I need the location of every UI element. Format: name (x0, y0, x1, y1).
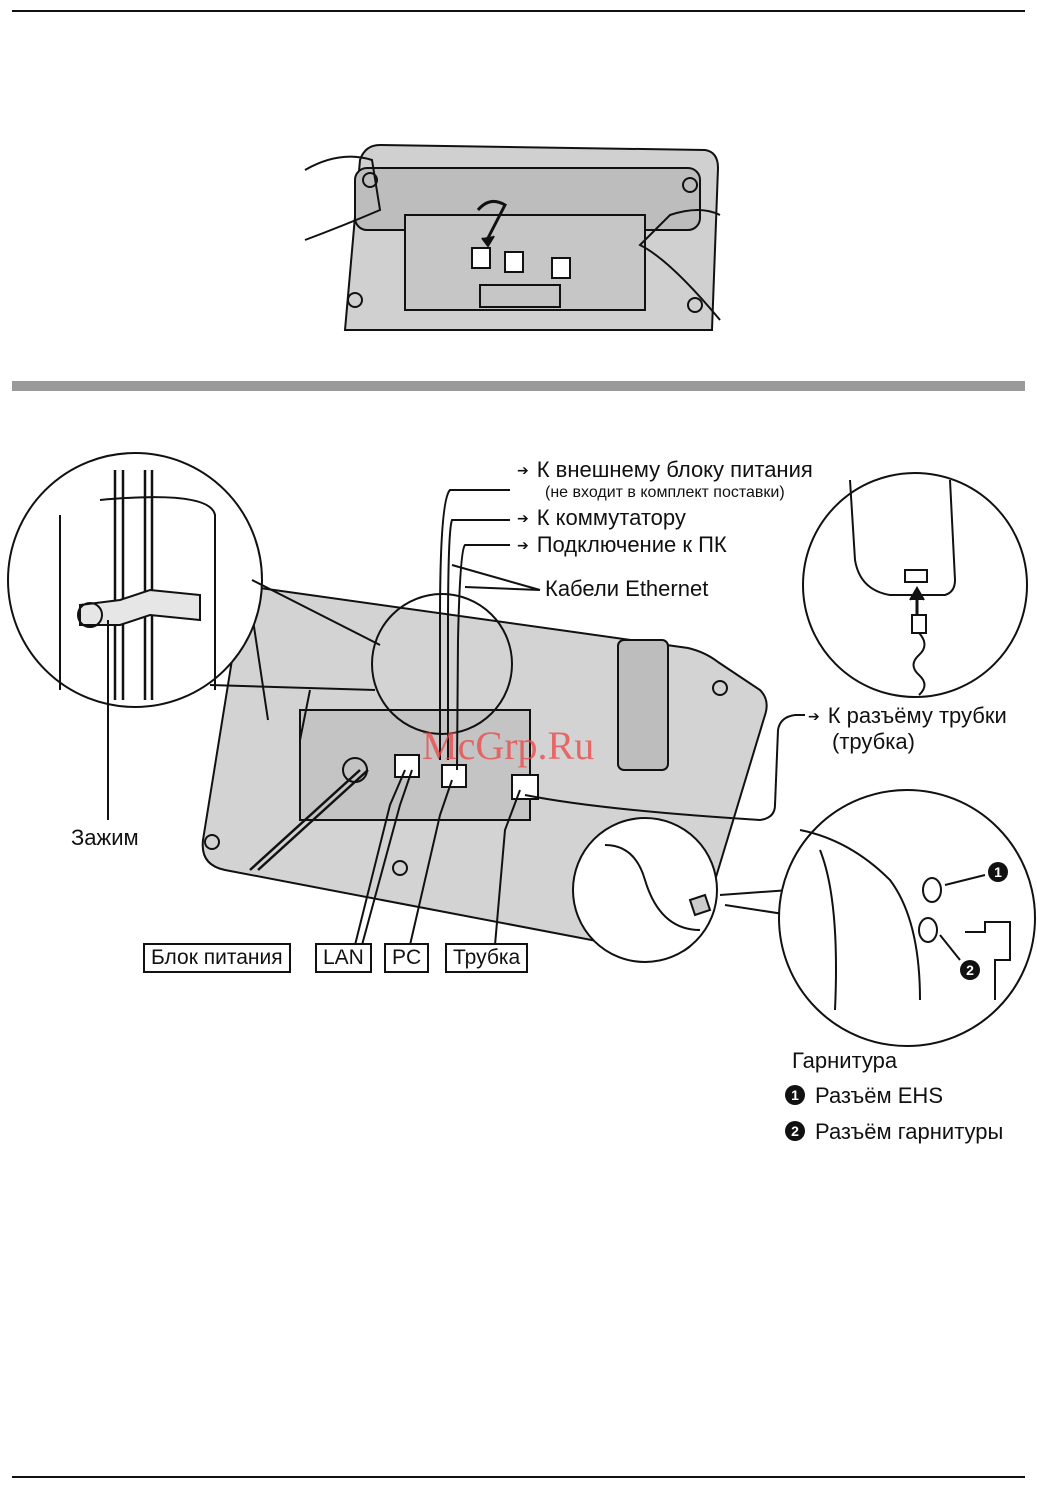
headset-zoom (573, 790, 1035, 1046)
port-box-power: Блок питания (143, 943, 291, 973)
label-clamp: Зажим (71, 826, 139, 850)
headset-item-headset-jack: 2 Разъём гарнитуры (785, 1120, 1003, 1144)
headset-item-label: Разъём гарнитуры (815, 1119, 1003, 1144)
port-box-pc: PC (384, 943, 429, 973)
label-ext-power: К внешнему блоку питания (517, 458, 813, 484)
callout-2: 2 (960, 962, 990, 982)
label-ext-power-note: (не входит в комплект поставки) (545, 484, 785, 502)
label-handset-jack-note: (трубка) (832, 730, 915, 754)
callout-1: 1 (988, 864, 1018, 884)
stand-mounting-figure (305, 145, 720, 330)
headset-item-label: Разъём EHS (815, 1083, 943, 1108)
headset-item-ehs: 1 Разъём EHS (785, 1084, 943, 1108)
number-badge: 1 (988, 862, 1008, 882)
label-handset-jack: К разъёму трубки (808, 704, 1007, 730)
label-to-switch: К коммутатору (517, 506, 686, 532)
label-pc-connection: Подключение к ПК (517, 533, 727, 559)
handset-zoom (803, 473, 1027, 697)
headset-title: Гарнитура (792, 1049, 897, 1073)
number-badge: 1 (785, 1085, 805, 1105)
number-badge: 2 (785, 1121, 805, 1141)
port-box-lan: LAN (315, 943, 372, 973)
number-badge: 2 (960, 960, 980, 980)
label-ethernet-cables: Кабели Ethernet (545, 577, 708, 601)
port-box-handset: Трубка (445, 943, 528, 973)
watermark: McGrp.Ru (422, 722, 594, 769)
